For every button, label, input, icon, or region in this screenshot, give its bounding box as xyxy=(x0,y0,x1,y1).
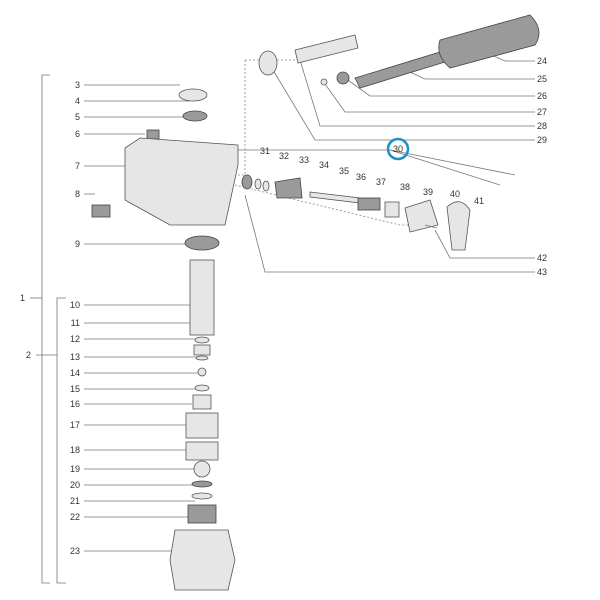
callout-39: 39 xyxy=(423,187,433,197)
callout-26: 26 xyxy=(537,91,547,101)
callout-18: 18 xyxy=(70,445,80,455)
callout-22: 22 xyxy=(70,512,80,522)
callout-37: 37 xyxy=(376,177,386,187)
leader-lines-right xyxy=(238,49,535,273)
callout-21: 21 xyxy=(70,496,80,506)
bracket-2 xyxy=(36,297,66,584)
callout-36: 36 xyxy=(356,172,366,182)
callout-28: 28 xyxy=(537,121,547,131)
callout-5: 5 xyxy=(75,112,80,122)
callout-14: 14 xyxy=(70,368,80,378)
callout-34: 34 xyxy=(319,160,329,170)
callout-20: 20 xyxy=(70,480,80,490)
callout-30: 30 xyxy=(393,144,403,154)
callout-4: 4 xyxy=(75,96,80,106)
callout-27: 27 xyxy=(537,107,547,117)
leader-lines-left xyxy=(84,84,198,552)
bracket-1 xyxy=(30,74,50,584)
callout-2: 2 xyxy=(26,350,31,360)
callout-10: 10 xyxy=(70,300,80,310)
callout-19: 19 xyxy=(70,464,80,474)
callout-29: 29 xyxy=(537,135,547,145)
callout-labels: 1 2 3 4 5 6 7 8 9 10 11 12 13 14 15 16 1… xyxy=(20,56,547,556)
callout-9: 9 xyxy=(75,239,80,249)
callout-11: 11 xyxy=(71,318,80,328)
callout-15: 15 xyxy=(70,384,80,394)
callout-30-highlight xyxy=(386,137,410,161)
callout-35: 35 xyxy=(339,166,349,176)
callout-6: 6 xyxy=(75,129,80,139)
callout-42: 42 xyxy=(537,253,547,263)
callout-25: 25 xyxy=(537,74,547,84)
parts-column xyxy=(91,88,239,591)
callout-1: 1 xyxy=(20,293,25,303)
callout-13: 13 xyxy=(70,352,80,362)
callout-38: 38 xyxy=(400,182,410,192)
callout-16: 16 xyxy=(70,399,80,409)
callout-8: 8 xyxy=(75,189,80,199)
callout-12: 12 xyxy=(70,334,80,344)
callout-41: 41 xyxy=(474,196,484,206)
callout-33: 33 xyxy=(299,155,309,165)
parts-top xyxy=(258,14,540,89)
callout-7: 7 xyxy=(75,161,80,171)
callout-3: 3 xyxy=(75,80,80,90)
callout-24: 24 xyxy=(537,56,547,66)
parts-valve xyxy=(241,174,471,251)
callout-43: 43 xyxy=(537,267,547,277)
callout-40: 40 xyxy=(450,189,460,199)
callout-17: 17 xyxy=(70,420,80,430)
callout-32: 32 xyxy=(279,151,289,161)
callout-31: 31 xyxy=(260,146,270,156)
callout-23: 23 xyxy=(70,546,80,556)
